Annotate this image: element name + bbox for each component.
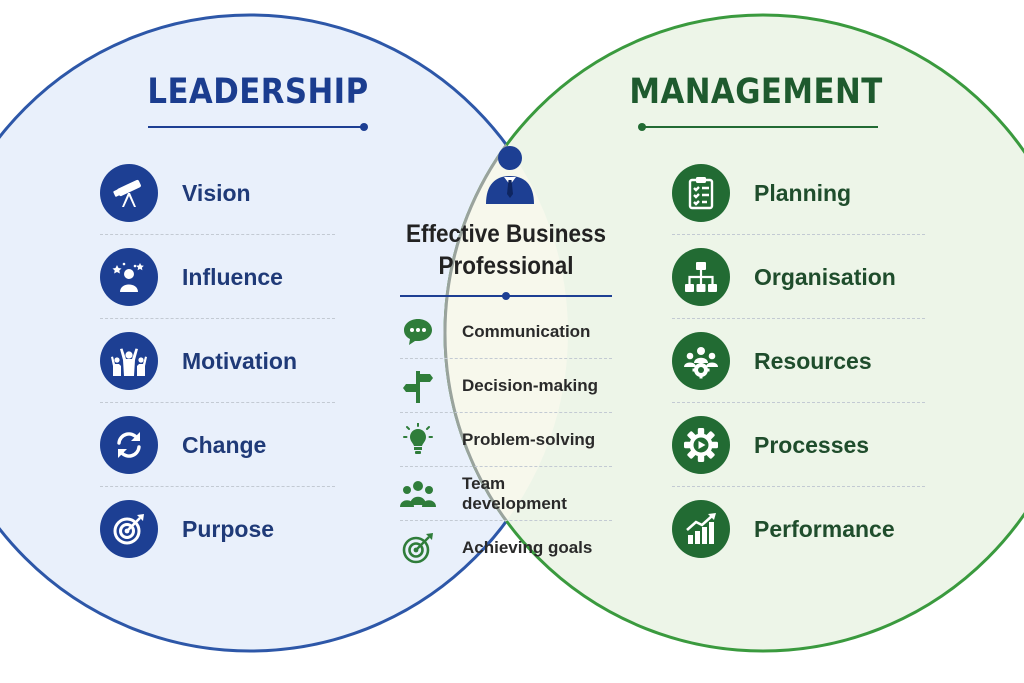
management-title-rule: [638, 123, 878, 131]
leadership-item-label: Influence: [182, 263, 283, 290]
leadership-item-change: Change: [100, 414, 335, 476]
center-item-problem-solving: Problem-solving: [400, 418, 612, 462]
leadership-item-vision: Vision: [100, 162, 335, 224]
divider: [672, 486, 925, 487]
overlap-region: [443, 15, 568, 651]
center-item-label: Communication: [462, 322, 591, 341]
management-item-processes: Processes: [672, 414, 925, 476]
speech-bubble-icon: [400, 314, 436, 350]
people-gear-icon: [672, 332, 730, 390]
center-item-achieving-goals: Achieving goals: [400, 526, 612, 570]
management-item-label: Organisation: [754, 263, 896, 290]
leadership-item-label: Change: [182, 431, 267, 458]
divider: [672, 234, 925, 235]
leadership-list: Vision Influence Motivation Change Purpo…: [100, 162, 335, 560]
management-item-planning: Planning: [672, 162, 925, 224]
center-item-communication: Communication: [400, 310, 612, 354]
target-icon: [100, 500, 158, 558]
businessman-icon: [482, 142, 538, 204]
telescope-icon: [100, 164, 158, 222]
goal-target-icon: [400, 530, 436, 566]
management-item-label: Performance: [754, 515, 895, 542]
divider: [100, 234, 335, 235]
leadership-title: LEADERSHIP: [147, 72, 369, 112]
lightbulb-icon: [400, 422, 436, 458]
divider: [100, 486, 335, 487]
center-title-rule: [400, 292, 612, 300]
management-item-label: Processes: [754, 431, 870, 458]
leadership-item-label: Motivation: [182, 347, 297, 374]
center-item-label: Problem-solving: [462, 430, 596, 449]
center-title-line1: Effective Business: [405, 220, 607, 248]
management-item-label: Planning: [754, 179, 852, 206]
leadership-item-influence: Influence: [100, 246, 335, 308]
leadership-item-label: Purpose: [182, 515, 275, 542]
influence-person-icon: [100, 248, 158, 306]
center-list: Communication Decision-making Problem-so…: [400, 310, 612, 570]
gear-play-icon: [672, 416, 730, 474]
center-item-label: Achieving goals: [462, 538, 593, 557]
org-chart-icon: [672, 248, 730, 306]
center-item-team-development: Team development: [400, 472, 612, 516]
management-item-performance: Performance: [672, 498, 925, 560]
center-title-line2: Professional: [438, 252, 574, 280]
cheering-people-icon: [100, 332, 158, 390]
leadership-title-rule: [148, 123, 368, 131]
team-icon: [400, 476, 436, 512]
divider: [100, 318, 335, 319]
leadership-item-motivation: Motivation: [100, 330, 335, 392]
management-item-label: Resources: [754, 347, 872, 374]
management-item-organisation: Organisation: [672, 246, 925, 308]
divider: [400, 520, 612, 521]
management-title: MANAGEMENT: [629, 72, 883, 112]
bar-chart-growth-icon: [672, 500, 730, 558]
clipboard-checklist-icon: [672, 164, 730, 222]
leadership-item-label: Vision: [182, 179, 251, 206]
signpost-icon: [400, 368, 436, 404]
leadership-item-purpose: Purpose: [100, 498, 335, 560]
management-item-resources: Resources: [672, 330, 925, 392]
center-item-label: Decision-making: [462, 376, 599, 395]
divider: [400, 466, 612, 467]
divider: [672, 318, 925, 319]
divider: [400, 412, 612, 413]
divider: [672, 402, 925, 403]
center-item-decision-making: Decision-making: [400, 364, 612, 408]
management-list: Planning Organisation Resources Processe…: [672, 162, 925, 560]
refresh-arrows-icon: [100, 416, 158, 474]
divider: [100, 402, 335, 403]
center-item-label: Team development: [462, 474, 567, 513]
center-title: Effective Business Professional: [398, 218, 614, 282]
divider: [400, 358, 612, 359]
